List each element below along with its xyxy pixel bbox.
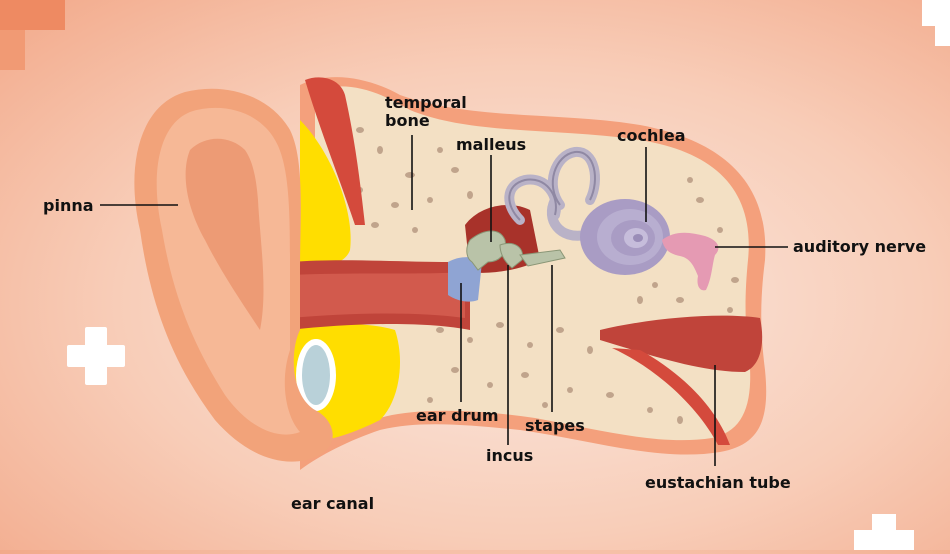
muscle-upper [305, 77, 365, 225]
label-malleus: malleus [456, 135, 527, 154]
cochlea-shape [580, 199, 670, 275]
label-temporal-bone: temporal bone [385, 93, 467, 130]
label-eustachian-tube: eustachian tube [645, 473, 791, 492]
leader-lines [100, 135, 788, 466]
label-pinna: pinna [43, 196, 94, 215]
label-stapes: stapes [525, 416, 585, 435]
label-ear-canal: ear canal [291, 494, 375, 513]
eustachian-tube-shape [600, 315, 763, 372]
ear-drum-shape [448, 257, 482, 302]
label-ear-drum: ear drum [416, 406, 499, 425]
ossicles [466, 230, 566, 271]
cartilage-lower-inner [302, 345, 330, 405]
label-cochlea: cochlea [617, 126, 686, 145]
plus-icon [67, 327, 125, 385]
fat-tissue-upper [300, 120, 351, 269]
label-auditory-nerve: auditory nerve [793, 237, 927, 256]
auditory-nerve-shape [662, 232, 719, 291]
corner-decoration-top-left [0, 0, 65, 70]
plus-icon-bottom-right [854, 514, 914, 550]
label-incus: incus [486, 446, 534, 465]
corner-decoration-top-right [922, 0, 950, 46]
